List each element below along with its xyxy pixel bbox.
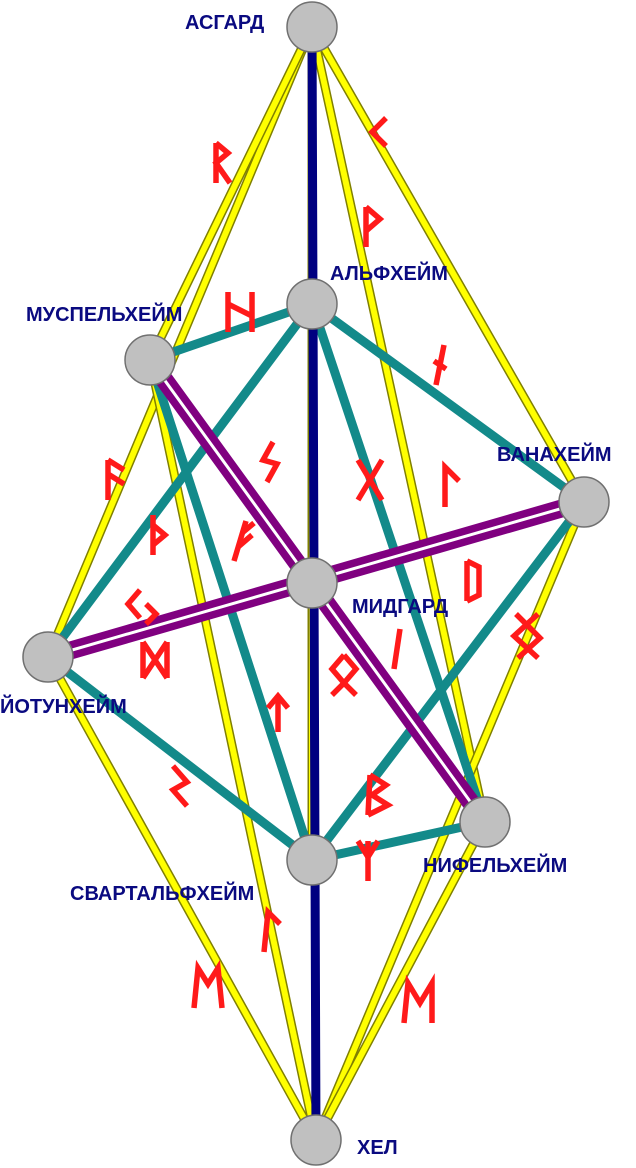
edge-yellow-hel-niflheim bbox=[311, 817, 490, 1145]
rune-isa-icon bbox=[432, 344, 448, 386]
node-label-svartalfheim: СВАРТАЛЬФХЕЙМ bbox=[70, 881, 254, 905]
node-label-vanaheim: ВАНАХЕЙМ bbox=[497, 442, 612, 466]
node-vanaheim bbox=[558, 476, 610, 528]
rune-laguz-small-icon bbox=[261, 905, 282, 953]
edge-teal-alfheim-muspelheim bbox=[145, 299, 317, 365]
node-label-midgard: МИДГАРД bbox=[352, 596, 448, 618]
rune-dagaz-icon bbox=[140, 640, 170, 680]
rune-isa-small-icon bbox=[391, 628, 403, 670]
node-label-jotunheim: ЙОТУНХЕЙМ bbox=[0, 694, 127, 718]
rune-fehu-icon bbox=[231, 520, 256, 562]
rune-tiwaz-icon bbox=[265, 691, 291, 732]
edges-layer bbox=[39, 22, 593, 1145]
node-label-niflheim: НИФЕЛЬХЕЙМ bbox=[423, 853, 567, 877]
edge-teal-svartalfheim-jotunheim bbox=[43, 652, 317, 865]
rune-hagalaz-icon bbox=[225, 292, 255, 332]
edge-yellow-fill bbox=[45, 654, 319, 1143]
rune-wunjo-icon bbox=[363, 204, 385, 247]
edge-teal-alfheim-vanaheim bbox=[307, 299, 589, 507]
edge-yellow-asgard-jotunheim bbox=[43, 22, 317, 662]
edge-yellow-fill bbox=[313, 499, 587, 1143]
rune-gebo-alt-icon bbox=[509, 611, 544, 661]
node-alfheim bbox=[286, 278, 338, 330]
edge-yellow-asgard-niflheim bbox=[307, 22, 490, 827]
node-midgard bbox=[286, 557, 338, 609]
rune-laguz-icon bbox=[442, 460, 461, 507]
edge-yellow-asgard-muspelheim bbox=[145, 22, 317, 365]
rune-othala-icon bbox=[328, 653, 360, 697]
edge-teal-svartalfheim-vanaheim bbox=[307, 497, 589, 865]
edge-yellow-fill bbox=[313, 819, 488, 1143]
rune-thurisaz-icon bbox=[150, 515, 170, 555]
edge-yellow-fill bbox=[309, 24, 488, 825]
rune-jera-icon bbox=[124, 588, 160, 626]
rune-sowilo-icon bbox=[258, 440, 282, 484]
runes-layer bbox=[105, 116, 544, 1024]
rune-algiz-icon bbox=[355, 839, 381, 881]
node-label-hel: ХЕЛ bbox=[357, 1137, 398, 1159]
node-muspelheim bbox=[124, 334, 176, 386]
rune-sowilo-small-icon bbox=[168, 764, 192, 808]
edge-yellow-fill bbox=[147, 24, 315, 363]
node-label-alfheim: АЛЬФХЕЙМ bbox=[330, 261, 448, 285]
node-label-muspelheim: МУСПЕЛЬХЕЙМ bbox=[26, 302, 182, 326]
rune-raidho-icon bbox=[212, 140, 233, 185]
node-svartalfheim bbox=[286, 834, 338, 886]
rune-gebo-icon bbox=[355, 458, 385, 502]
edge-yellow-hel-jotunheim bbox=[43, 652, 321, 1145]
edge-yellow-fill bbox=[309, 24, 587, 505]
rune-ansuz-icon bbox=[105, 457, 126, 500]
node-asgard bbox=[286, 1, 338, 53]
edge-yellow-fill bbox=[45, 24, 315, 660]
edge-yellow-hel-vanaheim bbox=[311, 497, 589, 1145]
rune-mannaz-small-icon bbox=[401, 973, 435, 1024]
rune-ehwaz-icon bbox=[191, 959, 225, 1009]
edge-yellow-asgard-vanaheim bbox=[307, 22, 589, 507]
edge-teal-svartalfheim-niflheim bbox=[307, 817, 490, 865]
node-hel bbox=[290, 1114, 342, 1166]
node-niflheim bbox=[459, 796, 511, 848]
rune-eihwaz-icon bbox=[464, 558, 482, 604]
rune-kenaz-icon bbox=[368, 116, 388, 148]
nodes-layer bbox=[22, 1, 610, 1166]
node-label-asgard: АСГАРД bbox=[185, 12, 264, 34]
node-jotunheim bbox=[22, 631, 74, 683]
labels-layer: АСГАРД АЛЬФХЕЙМ МУСПЕЛЬХЕЙМ ВАНАХЕЙМ МИДГАРД… bbox=[0, 12, 612, 1159]
edge-teal-alfheim-jotunheim bbox=[43, 299, 317, 662]
rune-berkano-icon bbox=[365, 772, 394, 818]
